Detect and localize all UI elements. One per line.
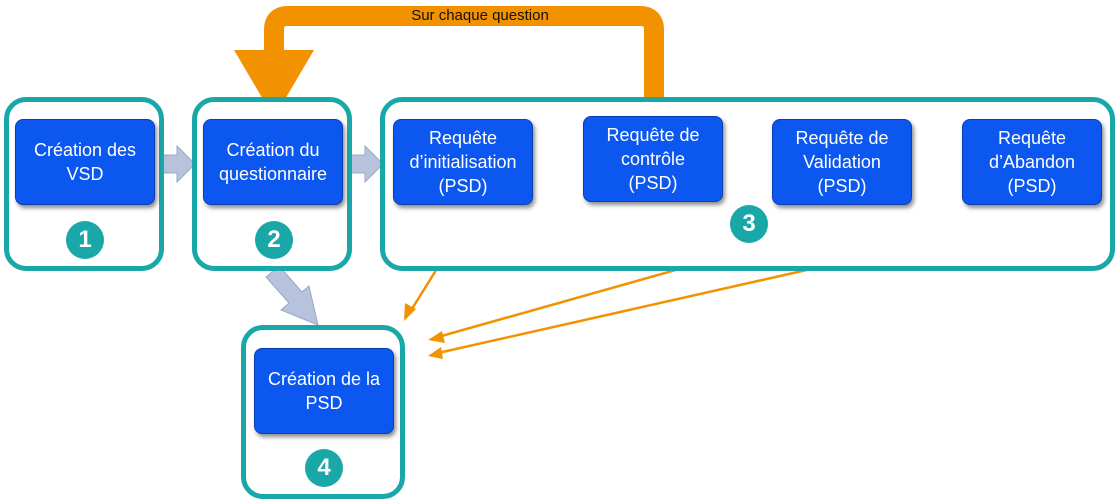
box-requete-initialisation[interactable]: Requête d’initialisation (PSD) [393, 119, 533, 205]
loop-arrow-head [234, 50, 314, 118]
box-creation-psd[interactable]: Création de la PSD [254, 348, 394, 434]
box-init-line1: Requête [428, 128, 498, 148]
link-arrow-validation-psd-head [428, 331, 445, 343]
badge-4: 4 [305, 449, 343, 487]
box-creation-questionnaire-line1: Création du [226, 140, 320, 160]
link-arrow-abandon-psd-head [428, 347, 443, 359]
box-creation-psd-line2: PSD [305, 393, 343, 413]
box-creation-vsd[interactable]: Création des VSD [15, 119, 155, 205]
badge-3: 3 [730, 205, 768, 243]
link-arrow-init-psd-head [404, 303, 416, 321]
flow-arrow-2-3 [349, 144, 384, 184]
box-controle-line3: (PSD) [628, 173, 678, 193]
box-creation-vsd-line2: VSD [66, 164, 104, 184]
box-creation-questionnaire[interactable]: Création du questionnaire [203, 119, 343, 205]
box-init-line3: (PSD) [438, 176, 488, 196]
loop-arrow [264, 6, 664, 118]
badge-1: 1 [66, 221, 104, 259]
box-validation-line3: (PSD) [817, 176, 867, 196]
box-validation-line2: Validation [803, 152, 881, 172]
box-abandon-line3: (PSD) [1007, 176, 1057, 196]
flow-arrow-1-2 [161, 144, 196, 184]
box-requete-abandon[interactable]: Requête d’Abandon (PSD) [962, 119, 1102, 205]
box-abandon-line1: Requête [997, 128, 1067, 148]
box-abandon-line2: d’Abandon [988, 152, 1076, 172]
box-creation-vsd-line1: Création des [33, 140, 137, 160]
box-creation-psd-line1: Création de la [267, 369, 381, 389]
box-validation-line1: Requête de [795, 128, 889, 148]
flow-arrow-2-4 [265, 265, 319, 326]
loop-label: Sur chaque question [411, 7, 549, 24]
box-init-line2: d’initialisation [409, 152, 517, 172]
box-controle-line2: contrôle [620, 149, 686, 169]
box-requete-controle[interactable]: Requête de contrôle (PSD) [583, 116, 723, 202]
box-creation-questionnaire-line2: questionnaire [218, 164, 328, 184]
box-controle-line1: Requête de [606, 125, 700, 145]
box-requete-validation[interactable]: Requête de Validation (PSD) [772, 119, 912, 205]
badge-2: 2 [255, 221, 293, 259]
